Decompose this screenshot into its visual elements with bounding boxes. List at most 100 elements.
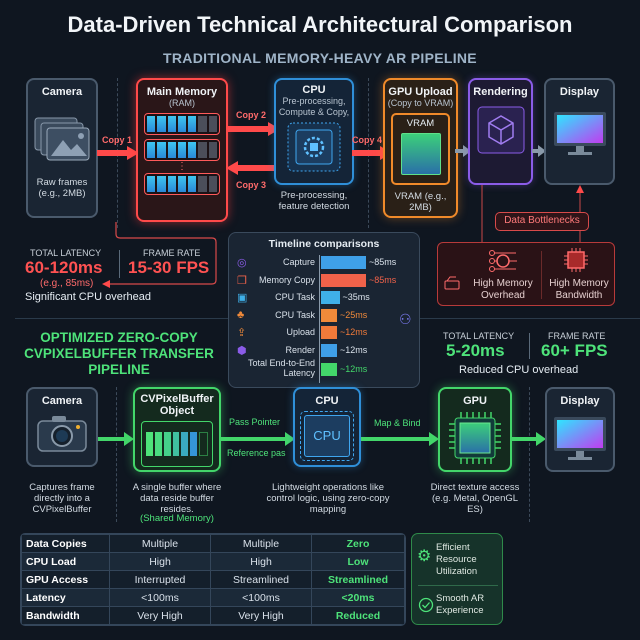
opt-display-label: Display [560,395,600,407]
opt-latency-label: TOTAL LATENCY [443,331,515,341]
image-frames-icon [34,117,90,161]
rendering-box: Rendering [468,78,533,185]
latency-value: 60-120ms [25,258,103,277]
page-title: Data-Driven Technical Architectural Comp… [67,12,573,37]
timeline-value: ~85ms [369,274,397,285]
divider [119,250,120,278]
table-cell: <100ms [109,588,211,607]
traditional-heading: TRADITIONAL MEMORY-HEAVY AR PIPELINE [163,50,477,66]
copy3-arrow [226,161,278,175]
latency-connector [102,222,217,288]
benefit-efficient: Efficient Resource Utilization [436,542,478,577]
row-header: GPU Access [21,570,110,589]
gpu-upload-label: GPU Upload [388,86,453,98]
cpu-sub: Pre-processing, Compute & Copy, [278,96,350,117]
divider [529,387,530,522]
timeline-bar [321,291,340,304]
green-arrow [98,432,134,446]
fps-label: FRAME RATE [143,248,201,258]
table-cell: High [210,552,312,571]
reduced-overhead-note: Reduced CPU overhead [459,364,579,376]
copy-icon: ❐ [237,274,247,287]
opt-fps-value: 60+ FPS [541,341,608,360]
row-header: CPU Load [21,552,110,571]
gpu-box: GPU [438,387,512,472]
timeline-row: ❐Memory Copy~85ms [229,273,421,289]
table-cell: Very High [210,606,312,625]
display-label: Display [559,86,600,98]
gear-icon: ⚙ [417,548,432,565]
timeline-panel: Timeline comparisons ◎Capture~85ms❐Memor… [228,232,420,388]
printer-icon [444,276,460,290]
memory-row [144,113,220,135]
green-arrow [512,432,546,446]
copy4-label: Copy 4 [352,135,383,145]
upload-icon: ⇪ [237,327,247,339]
table-cell: Interrupted [109,570,211,589]
table-cell: Streamlined [311,570,405,589]
cpu-label: CPU [302,84,326,96]
row-header: Bandwidth [21,606,110,625]
cvpixelbuffer-label: CVPixelBuffer Object [140,393,214,417]
memory-blocks: ⋮ [138,109,226,199]
table-cell: Streamlined [210,570,312,589]
timeline-label: Upload [286,327,315,337]
section-divider [410,318,640,319]
gpu-label: GPU [463,395,487,407]
timeline-bar [321,343,337,357]
timeline-bar [321,363,337,376]
bottleneck-overhead: High Memory Overhead [473,278,533,301]
cpu-caption: Pre-processing, feature detection [278,190,350,212]
gpu-upload-caption: VRAM (e.g., 2MB) [394,191,447,213]
rendering-label: Rendering [473,86,528,98]
cube-icon [477,106,524,154]
timeline-label: CPU Task [275,292,315,302]
timeline-value: ~85ms [369,257,397,267]
copy2-arrow [228,122,280,136]
memory-chip-icon [564,248,588,272]
pass-pointer-label: Pass Pointer [229,417,281,427]
check-circle-icon [418,597,434,613]
gpu-chip-icon [449,412,501,464]
memory-sub: (RAM) [169,98,195,108]
buffer-bars [141,421,213,467]
monitor-icon [553,112,606,155]
timeline-label: Total End-to-End Latency [247,358,315,378]
display-box: Display [544,78,615,185]
divider [529,333,530,359]
divider [541,251,542,299]
table-cell: Reduced [311,606,405,625]
arrow-right-icon [532,145,546,157]
timeline-value: ~25ms [340,309,368,320]
main-memory-box: Main Memory (RAM) ⋮ [136,78,228,222]
latency-example: (e.g., 85ms) [40,278,94,289]
opt-cpu-label: CPU [315,395,339,407]
timeline-label: CPU Task [275,309,315,320]
gpu-upload-box: GPU Upload (Copy to VRAM) VRAM VRAM (e.g… [383,78,458,218]
memory-label: Main Memory [146,86,218,98]
green-arrow [361,432,439,446]
cpu-overhead-note: Significant CPU overhead [25,291,151,303]
timeline-label: Capture [282,257,315,267]
timeline-row: ◎Capture~85ms [229,255,421,271]
memory-row [144,139,220,161]
divider [418,585,498,586]
optimized-heading: OPTIMIZED ZERO-COPY CVPIXELBUFFER TRANSF… [24,330,214,377]
timeline-value: ~12ms [340,344,368,355]
opt-display-box: Display [545,387,615,472]
timeline-bar [321,308,337,322]
table-cell: Multiple [210,534,312,553]
table-cell: Low [311,552,405,571]
timeline-axis [319,255,320,383]
timeline-label: Render [285,344,315,355]
row-header: Latency [21,588,110,607]
timeline-title: Timeline comparisons [268,238,380,250]
section-divider [15,318,435,319]
timeline-row: ⬢Render~12ms [229,343,421,359]
table-cell: Zero [311,534,405,553]
people-icon: ⚇ [399,311,412,327]
timeline-value: ~35ms [342,292,370,302]
